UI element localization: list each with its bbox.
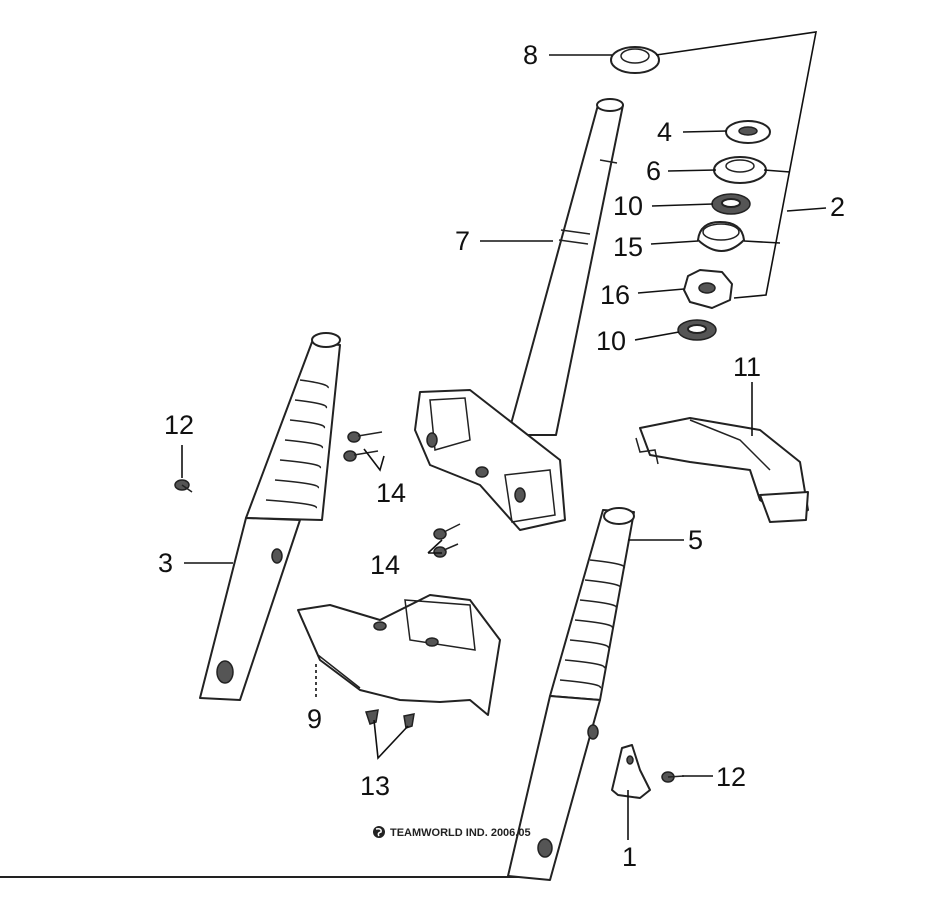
- part-6-washer: [713, 156, 767, 184]
- callout-10-lower: 10: [596, 326, 626, 356]
- bolts-14-upper: [343, 431, 383, 462]
- part-15-cone: [697, 221, 745, 252]
- teamworld-logo: [373, 826, 385, 838]
- callout-9: 9: [307, 704, 322, 734]
- part-9-bracket: [297, 594, 501, 716]
- part-11-cover: [635, 417, 809, 523]
- callout-12-left: 12: [164, 410, 194, 440]
- part-10-bearing-upper: [711, 193, 751, 215]
- callout-2: 2: [830, 192, 845, 222]
- callout-6: 6: [646, 156, 661, 186]
- callout-10-upper: 10: [613, 191, 643, 221]
- footer-text: TEAMWORLD IND. 2006.05: [390, 827, 531, 839]
- callout-5: 5: [688, 525, 703, 555]
- callout-1: 1: [622, 842, 637, 872]
- callout-4: 4: [657, 117, 672, 147]
- part-5-right-fork: [507, 507, 635, 881]
- callout-14-upper: 14: [376, 478, 406, 508]
- callout-3: 3: [158, 548, 173, 578]
- callout-15: 15: [613, 232, 643, 262]
- bolt-12-left: [174, 479, 193, 493]
- callout-13: 13: [360, 771, 390, 801]
- bolts-13: [365, 709, 415, 729]
- part-16-cup: [683, 269, 733, 309]
- callout-12-right: 12: [716, 762, 746, 792]
- bolts-14-lower: [433, 523, 461, 558]
- callout-14-lower: 14: [370, 550, 400, 580]
- part-3-left-fork: [199, 332, 341, 701]
- callout-7: 7: [455, 226, 470, 256]
- leader-lines: [181, 31, 827, 840]
- callout-16: 16: [600, 280, 630, 310]
- part-10-bearing-lower: [677, 319, 717, 341]
- callout-8: 8: [523, 40, 538, 70]
- callout-11: 11: [733, 352, 761, 382]
- part-4-nut: [725, 120, 771, 144]
- part-7-steering-stem: [414, 98, 624, 531]
- part-8-ring: [610, 46, 660, 74]
- part-1-clip: [611, 744, 651, 799]
- bolt-12-right: [661, 771, 685, 783]
